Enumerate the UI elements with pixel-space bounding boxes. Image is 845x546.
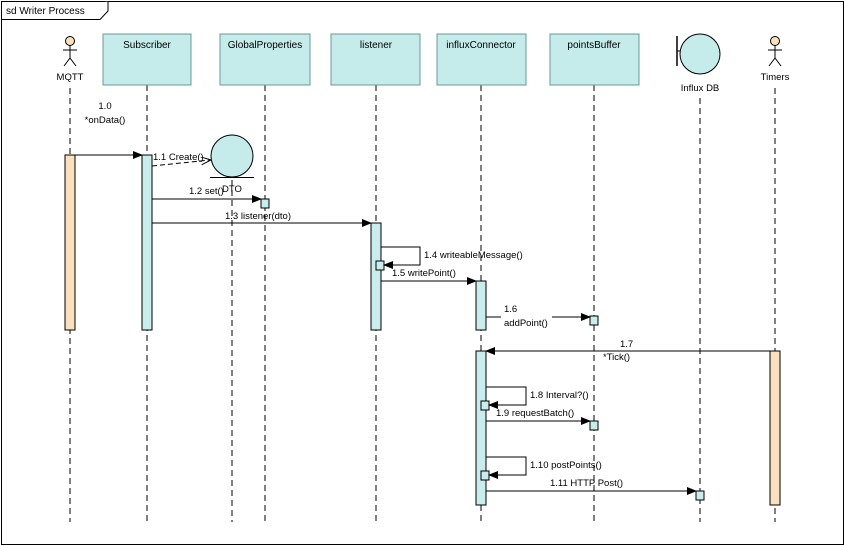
msg-1-4-label: 1.4 writeableMessage() [424,250,523,261]
points-buffer-activation-1 [589,315,599,326]
msg-1-1-arrow [151,160,210,167]
influx-connector-box: influxConnector [436,33,527,86]
frame-title: sd Writer Process [6,6,85,17]
msg-1-11-label: 1.11 HTTP Post() [550,478,623,489]
msg-1-6-name: addPoint() [504,318,548,329]
influx-connector-activation-2 [475,350,487,506]
msg-1-8-label: 1.8 Interval?() [530,390,589,401]
msg-1-4-arrow [381,246,421,269]
influx-db-activation [695,490,705,501]
msg-1-2-label: 1.2 set() [189,186,224,197]
timers-label: Timers [761,72,790,83]
subscriber-activation [141,154,153,331]
influx-connector-self-activation-1 [480,400,490,411]
listener-activation [370,222,382,331]
points-buffer-label: pointsBuffer [567,40,621,51]
influx-db-label: Influx DB [681,83,720,94]
listener-box: listener [330,33,421,86]
msg-1-10-label: 1.10 postPoints() [530,460,602,471]
global-properties-box: GlobalProperties [219,33,311,86]
msg-1-3-label: 1.3 listener(dto) [225,211,291,222]
timers-actor-icon [768,36,782,67]
influx-connector-self-activation-2 [480,470,490,481]
influx-db-boundary-icon [676,33,721,75]
listener-self-activation [375,260,385,271]
mqtt-actor-icon [63,36,77,67]
mqtt-label: MQTT [57,72,84,83]
msg-1-6-number: 1.6 [504,304,517,315]
influx-connector-label: influxConnector [446,40,516,51]
points-buffer-box: pointsBuffer [549,33,640,86]
timers-activation [769,350,781,506]
dto-label: DTO [222,184,242,195]
msg-1-9-label: 1.9 requestBatch() [496,408,574,419]
influx-connector-activation-1 [475,280,487,331]
msg-1-7-number: 1.7 [620,339,633,350]
msg-1-10-arrow [486,456,527,479]
msg-1-5-label: 1.5 writePoint() [392,268,456,279]
msg-1-7-name: *Tick() [603,352,630,363]
msg-1-0-number: 1.0 [98,101,111,112]
points-buffer-activation-2 [589,420,599,431]
dto-entity-icon [210,134,254,178]
subscriber-box: Subscriber [102,33,192,86]
listener-label: listener [360,40,393,51]
global-properties-label: GlobalProperties [228,40,302,51]
global-properties-small-activation [260,198,270,209]
msg-1-8-arrow [486,386,527,409]
msg-1-0-name: *onData() [85,115,126,126]
mqtt-activation [64,154,76,331]
subscriber-label: Subscriber [123,40,171,51]
frame-tab [1,1,109,20]
msg-1-1-label: 1.1 Create() [153,152,204,163]
